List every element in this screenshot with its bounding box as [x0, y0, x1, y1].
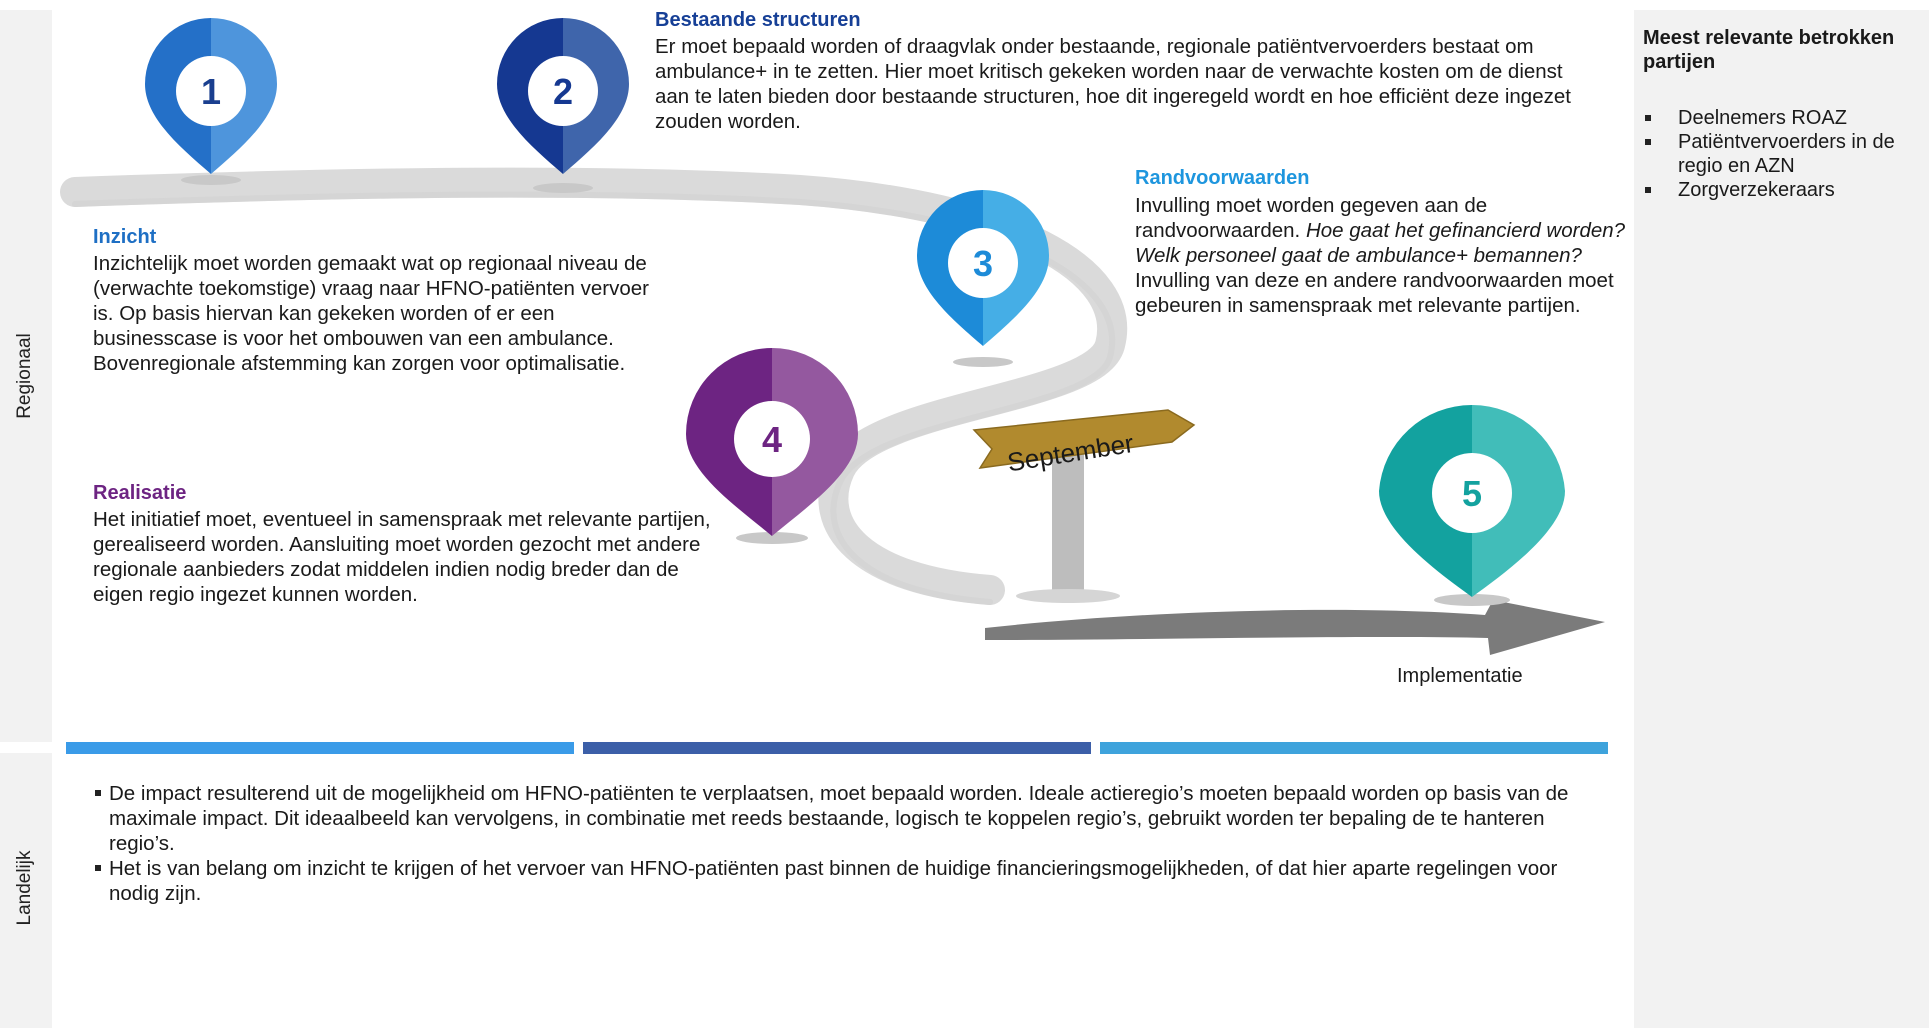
- pin-1: 1: [145, 18, 277, 185]
- pin-5: 5: [1379, 404, 1565, 606]
- pin-4: 4: [686, 348, 858, 544]
- regional-band: [0, 10, 52, 742]
- color-bar-1: [66, 742, 574, 754]
- signpost-board: [972, 409, 1196, 469]
- step-4-body: Het initiatief moet, eventueel in samens…: [93, 508, 711, 606]
- national-bullets: De impact resulterend uit de mogelijkhei…: [95, 781, 1595, 906]
- stakeholder-item: Deelnemers ROAZ: [1643, 106, 1913, 130]
- stakeholders-panel: [1634, 10, 1929, 1028]
- step-3-body: Invulling moet worden gegeven aan de ran…: [1135, 194, 1626, 317]
- signpost-shadow: [1016, 589, 1120, 603]
- svg-text:1: 1: [201, 71, 221, 112]
- pin-2: 2: [497, 18, 629, 193]
- national-bullet: De impact resulterend uit de mogelijkhei…: [95, 781, 1595, 856]
- step-3-title: Randvoorwaarden: [1135, 167, 1310, 189]
- stakeholder-item: Zorgverzekeraars: [1643, 178, 1913, 202]
- pin-3: 3: [917, 190, 1049, 367]
- road-edge: [72, 191, 1115, 605]
- step-4-title: Realisatie: [93, 482, 187, 504]
- step-1-body: Inzichtelijk moet worden gemaakt wat op …: [93, 252, 650, 375]
- color-bar-3: [1100, 742, 1608, 754]
- step-1-title: Inzicht: [93, 226, 157, 248]
- step-2-title: Bestaande structuren: [655, 9, 861, 31]
- color-bar-2: [583, 742, 1091, 754]
- implementation-arrow: [985, 600, 1605, 655]
- stakeholders-list: Deelnemers ROAZ Patiëntvervoerders in de…: [1643, 106, 1913, 202]
- implementation-label: Implementatie: [1397, 665, 1523, 687]
- stakeholder-item: Patiëntvervoerders in de regio en AZN: [1643, 130, 1913, 178]
- roadmap-graphic: September 1 2 3 4 5: [60, 18, 1605, 655]
- national-band: [0, 753, 52, 1028]
- svg-text:5: 5: [1462, 473, 1482, 514]
- national-bullet: Het is van belang om inzicht te krijgen …: [95, 856, 1595, 906]
- svg-text:4: 4: [762, 419, 782, 460]
- stakeholders-title: Meest relevante betrokken partijen: [1643, 27, 1895, 73]
- svg-text:3: 3: [973, 243, 993, 284]
- svg-text:2: 2: [553, 71, 573, 112]
- step-2-body: Er moet bepaald worden of draagvlak onde…: [655, 35, 1571, 133]
- national-label: Landelijk: [14, 850, 35, 926]
